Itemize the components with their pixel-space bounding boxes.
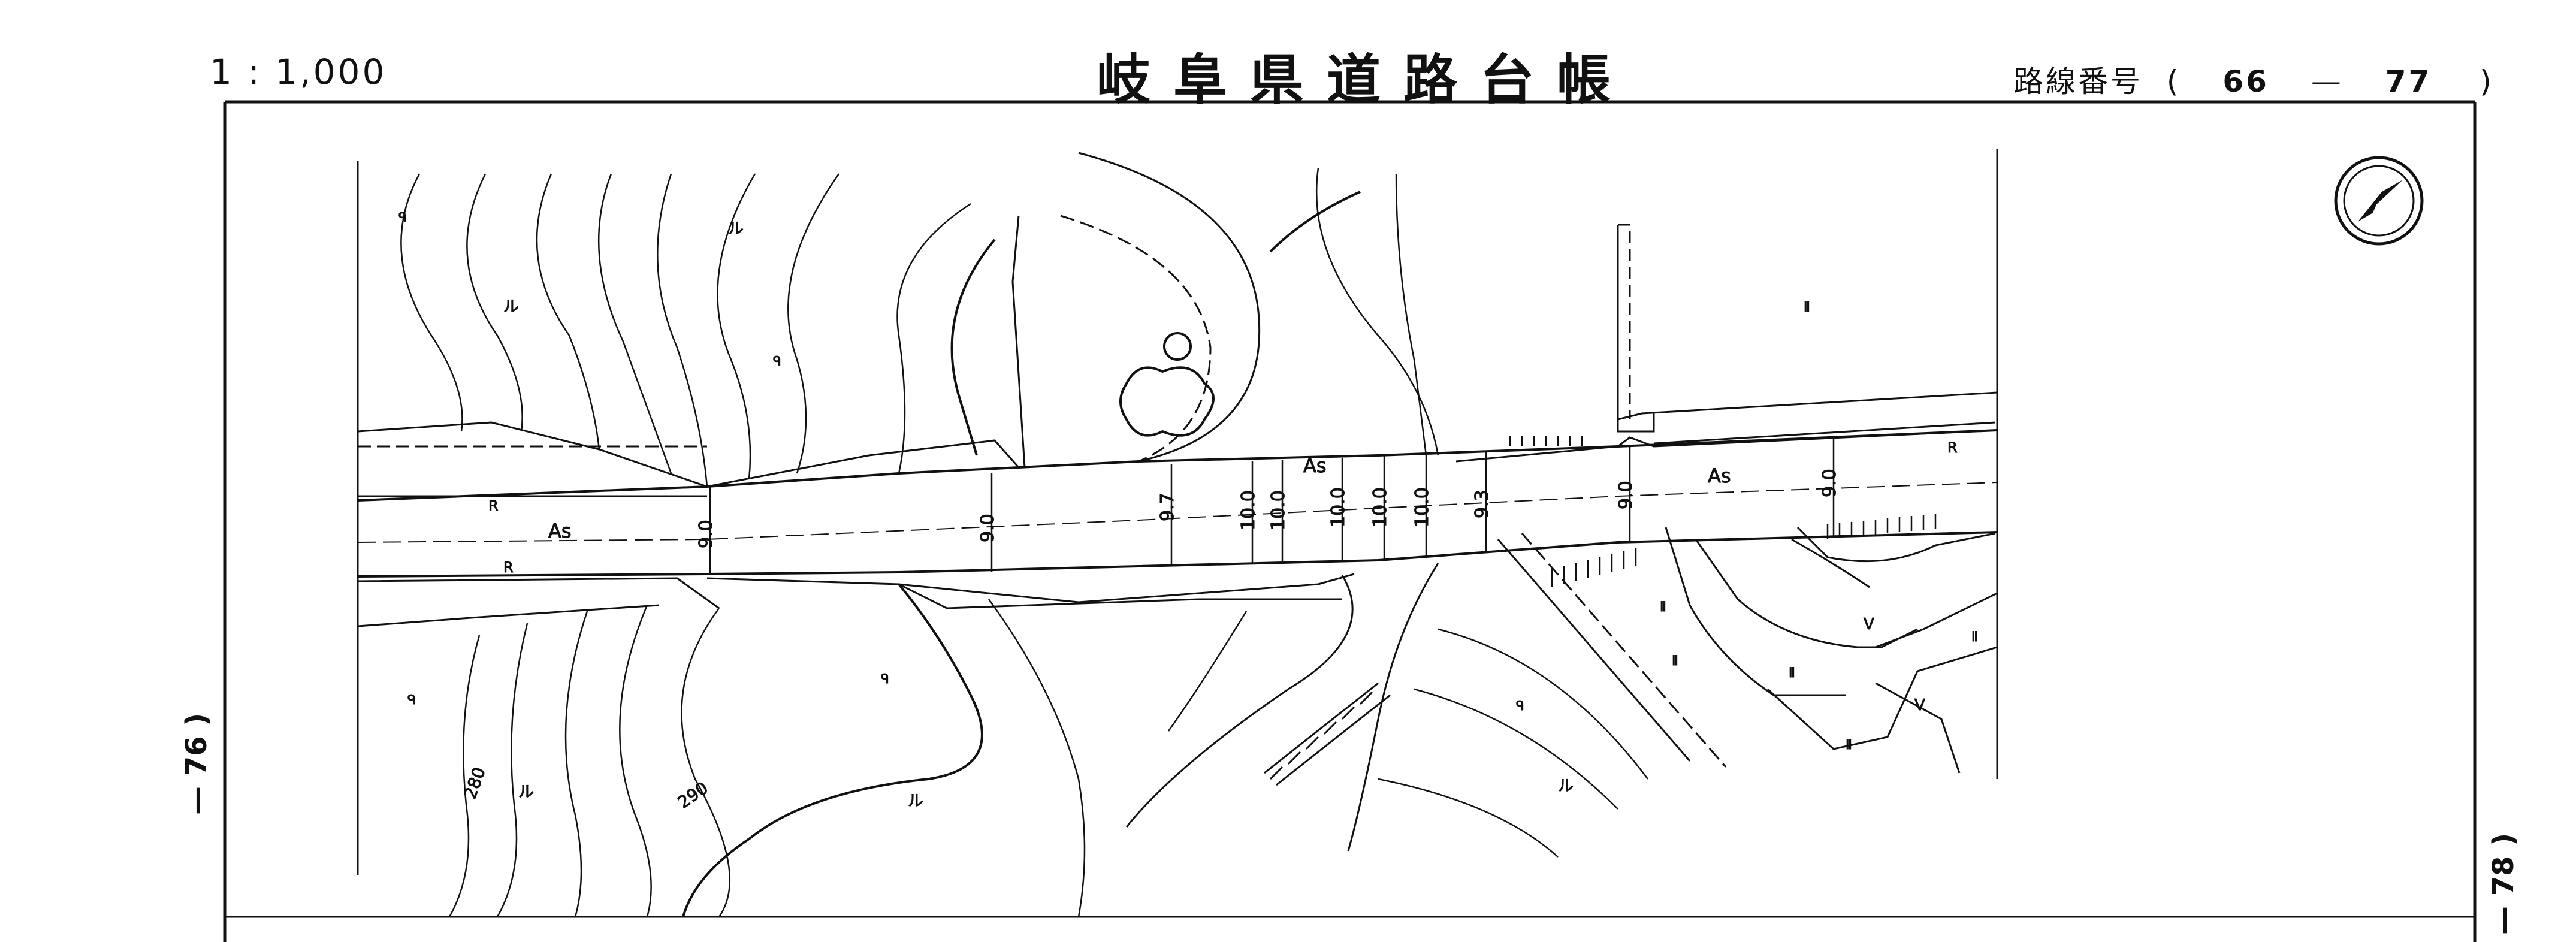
route-number-label: 路線番号 [2013,64,2143,99]
land-use-symbols: ᑫ ᑫ ᑫ ᑫ ᑫ ル ル ル ル ル Ⅱ Ⅱ Ⅱ Ⅱ Ⅱ Ⅱ V V [398,210,1979,811]
rice-symbol: Ⅱ [1789,666,1795,681]
roadside-features [357,391,1998,627]
map-area-bounds [357,149,1998,875]
branch-roads [1011,152,1727,852]
forest-symbol: ᑫ [398,210,407,225]
grass-symbol: ル [1558,777,1574,795]
width-label: 10.0 [1412,487,1433,527]
surface-label: As [548,520,572,542]
width-label: 9.0 [1819,469,1840,497]
grass-symbol: ル [908,792,923,810]
contour-lines [400,167,1648,917]
route-to: 77 [2385,64,2432,99]
orchard-symbol: V [1914,696,1925,714]
retaining-wall-labels: R R R [488,439,1958,576]
width-label: 9.0 [1615,481,1636,509]
parcel-boundaries [1665,526,1998,774]
rice-symbol: Ⅱ [1804,300,1810,315]
retaining-wall-label: R [488,497,499,514]
route-open-paren: ( [2166,64,2181,99]
width-label: 9.0 [696,520,717,548]
width-label: 10.0 [1268,490,1289,530]
grass-symbol: ル [728,220,744,238]
route-from: 66 [2222,64,2269,99]
forest-symbol: ᑫ [1516,699,1524,714]
compass-north-arrow-icon [2334,156,2424,246]
surface-label: As [1708,464,1731,487]
rice-symbol: Ⅱ [1846,738,1852,753]
rice-symbol: Ⅱ [1660,600,1666,615]
shrub-clump [1119,191,1361,437]
width-label: 10.0 [1370,487,1391,527]
surface-label: As [1303,454,1327,477]
rice-symbol: Ⅱ [1971,630,1978,645]
width-labels: 9.0 9.0 9.7 10.0 10.0 10.0 10.0 10.0 9.3… [696,469,1841,549]
route-dash: — [2311,64,2344,99]
scale-label: 1 : 1,000 [210,52,387,92]
width-label: 9.3 [1472,490,1493,518]
orchard-symbol: V [1864,615,1874,633]
width-label: 9.0 [977,514,998,542]
forest-symbol: ᑫ [407,693,416,708]
forest-symbol: ᑫ [881,672,889,687]
width-label: 9.7 [1157,493,1178,521]
retaining-wall-label: R [1947,439,1958,456]
contour-labels: 280 290 [460,764,712,813]
route-number: 路線番号 ( 66 — 77 ) [2013,58,2494,101]
contour-label: 290 [674,778,712,813]
width-dimension-lines [709,437,1835,574]
route-close-paren: ) [2480,64,2494,99]
surface-labels: As As As [548,454,1732,543]
stone-wall [1264,682,1391,786]
forest-symbol: ᑫ [773,354,781,369]
retaining-wall-label: R [503,559,514,576]
width-label: 10.0 [1328,487,1349,527]
grass-symbol: ル [503,298,519,316]
sheet-frame [223,100,2477,942]
width-label: 10.0 [1238,490,1259,530]
slope-hatching [1509,436,1937,587]
rice-symbol: Ⅱ [1672,654,1678,669]
grass-symbol: ル [518,783,534,801]
